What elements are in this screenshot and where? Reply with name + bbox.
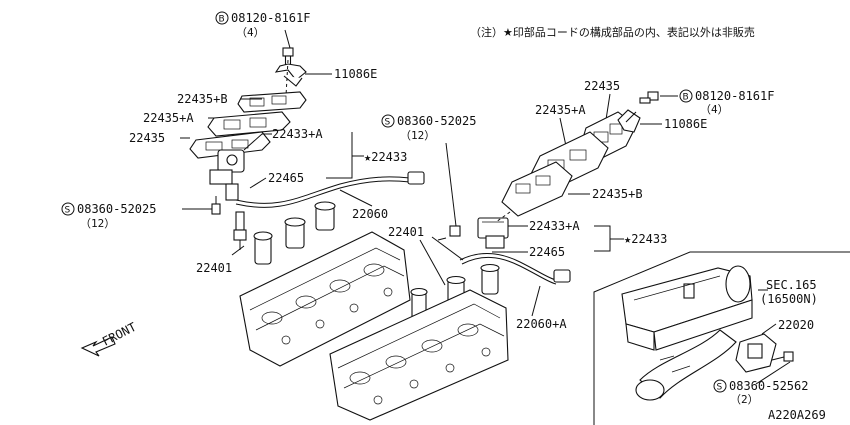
callout-screw-left: S 08360-52025 （12） <box>61 202 156 230</box>
callout-code: 08360-52562 <box>729 379 808 393</box>
callout-prefix: B <box>219 15 225 25</box>
parts-note: （注）★印部品コードの構成部品の内、表記以外は非販売 <box>470 25 755 39</box>
label-22060-left: 22060 <box>352 207 388 221</box>
diagram-id: A220A269 <box>768 408 826 422</box>
callout-prefix: S <box>65 206 71 216</box>
label-22465-right: 22465 <box>529 245 565 259</box>
gasket-22435a-left <box>207 111 291 137</box>
label-22465-left: 22465 <box>268 171 304 185</box>
cylinder-head-right <box>329 289 509 421</box>
callout-prefix: S <box>385 118 391 128</box>
coil-22433a-left <box>209 149 245 201</box>
air-chamber-assembly <box>621 265 753 351</box>
label-22435b-left: 22435+B <box>177 92 228 106</box>
screw-left <box>211 196 221 215</box>
callout-code: 08120-8161F <box>231 11 310 25</box>
callout-prefix: S <box>717 383 723 393</box>
callout-qty: （4） <box>700 103 729 116</box>
label-22060a-right: 22060+A <box>516 317 567 331</box>
label-11086e-left: 11086E <box>334 67 377 81</box>
callout-qty: （12） <box>400 129 435 142</box>
label-sec-165: SEC.165 <box>766 278 817 292</box>
gasket-22435b-right <box>501 161 573 217</box>
callout-code: 08360-52025 <box>77 202 156 216</box>
sub-assembly-frame <box>593 251 850 425</box>
cylinder-head-left <box>239 231 411 367</box>
callout-bolt-top-left: B 08120-8161F （4） <box>215 11 310 39</box>
coil-22433a-right <box>477 217 509 249</box>
callout-qty: （4） <box>236 26 265 39</box>
callout-bolt-top-right: B 08120-8161F （4） <box>679 89 774 116</box>
bracket-11086e-left <box>274 63 307 87</box>
callout-code: 08120-8161F <box>695 89 774 103</box>
intake-tube <box>635 329 737 401</box>
label-22435b-right: 22435+B <box>592 187 643 201</box>
label-22435-right: 22435 <box>584 79 620 93</box>
label-22433a-right: 22433+A <box>529 219 580 233</box>
label-22401-mid: 22401 <box>388 225 424 239</box>
callout-screw-bottom: S 08360-52562 （2） <box>713 379 808 406</box>
cord-22060a-right <box>459 252 557 281</box>
front-label: FRONT <box>100 320 139 349</box>
label-22433a-left: 22433+A <box>272 127 323 141</box>
callout-prefix: B <box>683 93 689 103</box>
screw-mid <box>437 225 461 241</box>
front-arrow: FRONT <box>80 320 139 357</box>
callout-qty: （12） <box>80 217 115 230</box>
front-arrow-icon <box>80 336 116 357</box>
label-22435a-left: 22435+A <box>143 111 194 125</box>
bracket-11086e-right <box>617 109 641 133</box>
gasket-22435b-left <box>237 91 307 113</box>
coil-boots-left <box>253 201 336 265</box>
label-22401-left: 22401 <box>196 261 232 275</box>
b-circle-icon <box>215 11 229 25</box>
label-22435-left: 22435 <box>129 131 165 145</box>
label-11086e-right: 11086E <box>664 117 707 131</box>
leader-line <box>284 29 291 49</box>
sensor-22020 <box>735 333 777 373</box>
label-22435a-right: 22435+A <box>535 103 586 117</box>
plate-22435-left <box>189 131 271 159</box>
bolt-top-right <box>639 91 659 104</box>
label-16500n: (16500N) <box>760 292 818 306</box>
cord-22060-left <box>235 176 411 204</box>
callout-screw-mid: S 08360-52025 （12） <box>381 114 476 142</box>
label-star-22433-right: ★22433 <box>624 232 667 246</box>
label-star-22433-left: ★22433 <box>364 150 407 164</box>
label-22020: 22020 <box>778 318 814 332</box>
callout-code: 08360-52025 <box>397 114 476 128</box>
screw-bottom <box>771 351 794 362</box>
callout-qty: （2） <box>730 393 759 406</box>
spark-plug-22401-left <box>233 211 247 250</box>
